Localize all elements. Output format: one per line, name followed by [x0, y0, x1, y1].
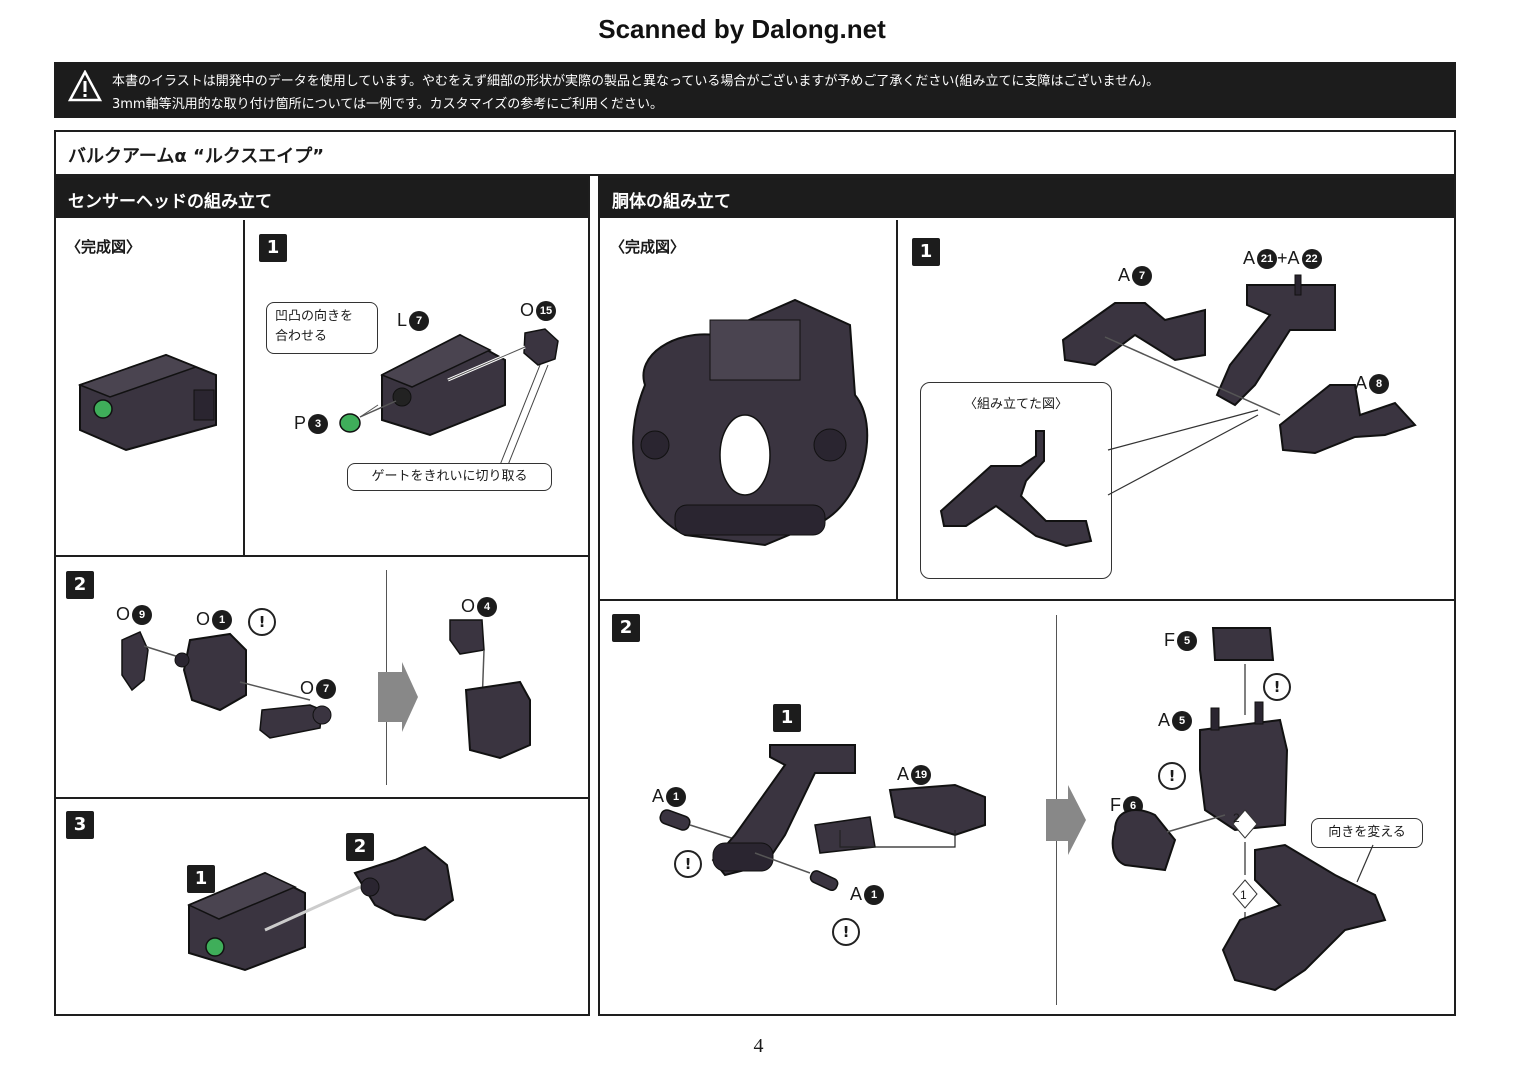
assembled-view-illustration	[939, 430, 1093, 548]
kit-title: バルクアームα “ルクスエイプ”	[68, 146, 325, 167]
head-step-2-number: 2	[66, 571, 94, 599]
body-step-2-sub-1: 1	[773, 704, 801, 732]
body-done-label: 〈完成図〉	[610, 238, 686, 256]
head-step-2-illustration	[121, 619, 531, 760]
head-step-3-number: 3	[66, 811, 94, 839]
head-step-1-number: 1	[259, 234, 287, 262]
caution-icon: !	[248, 608, 276, 636]
head-step-3-illustration	[187, 845, 455, 972]
body-step-2-number: 2	[612, 614, 640, 642]
turn-callout: 向きを変える	[1311, 818, 1423, 848]
page-number: 4	[753, 1035, 764, 1057]
caution-icon: !	[832, 918, 860, 946]
kit-title-box: バルクアームα “ルクスエイプ”	[54, 130, 1456, 176]
notice-line-1: 本書のイラストは開発中のデータを使用しています。やむをえず細部の形状が実際の製品…	[112, 74, 1160, 89]
align-callout: 凹凸の向きを 合わせる	[266, 302, 378, 354]
scan-credit: Scanned by Dalong.net	[598, 14, 886, 44]
body-step-1-illustration	[1061, 274, 1417, 455]
head-step-1-illustration	[339, 328, 559, 466]
order-1-label: 1	[1240, 888, 1247, 902]
body-step-2-left-illustration	[659, 744, 986, 892]
next-arrow-icon	[1046, 785, 1086, 855]
divider	[896, 220, 898, 600]
caution-icon: !	[1263, 673, 1291, 701]
divider	[54, 797, 590, 799]
divider	[54, 555, 590, 557]
head-complete-illustration	[77, 353, 217, 452]
head-section-title: センサーヘッドの組み立て	[56, 178, 588, 218]
head-step-3-sub-1: 1	[187, 865, 215, 893]
body-step-2-right-illustration	[1111, 627, 1387, 992]
callout-pointer	[1107, 409, 1259, 496]
head-done-label: 〈完成図〉	[66, 238, 142, 256]
caution-icon: !	[674, 850, 702, 878]
assembled-view-box: 〈組み立てた図〉	[920, 382, 1112, 579]
body-complete-illustration	[632, 298, 869, 547]
divider	[243, 220, 245, 556]
assembled-view-label: 〈組み立てた図〉	[963, 397, 1068, 412]
divider	[598, 599, 1456, 601]
warning-triangle-icon	[68, 70, 102, 102]
head-step-3-sub-2: 2	[346, 833, 374, 861]
order-2-label: 2	[1233, 811, 1240, 825]
gate-callout: ゲートをきれいに切り取る	[347, 463, 552, 491]
notice-bar: 本書のイラストは開発中のデータを使用しています。やむをえず細部の形状が実際の製品…	[54, 62, 1456, 118]
caution-icon: !	[1158, 762, 1186, 790]
body-step-1-number: 1	[912, 238, 940, 266]
body-section-title: 胴体の組み立て	[600, 178, 1454, 218]
notice-line-2: 3mm軸等汎用的な取り付け箇所については一例です。カスタマイズの参考にご利用くだ…	[112, 97, 663, 112]
